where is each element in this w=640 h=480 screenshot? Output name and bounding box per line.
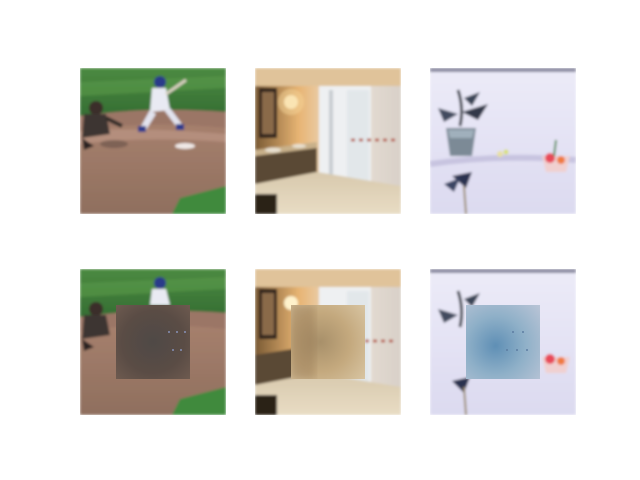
image-flower-vase [430, 68, 576, 214]
image-baseball-batter [80, 68, 226, 214]
reconstructed-patch [291, 305, 365, 379]
image-baseball-batter-masked [80, 269, 226, 415]
reconstructed-patch [466, 305, 540, 379]
image-bathroom [255, 68, 401, 214]
reconstructed-patch [116, 305, 190, 379]
image-flower-vase-masked [430, 269, 576, 415]
image-bathroom-masked [255, 269, 401, 415]
